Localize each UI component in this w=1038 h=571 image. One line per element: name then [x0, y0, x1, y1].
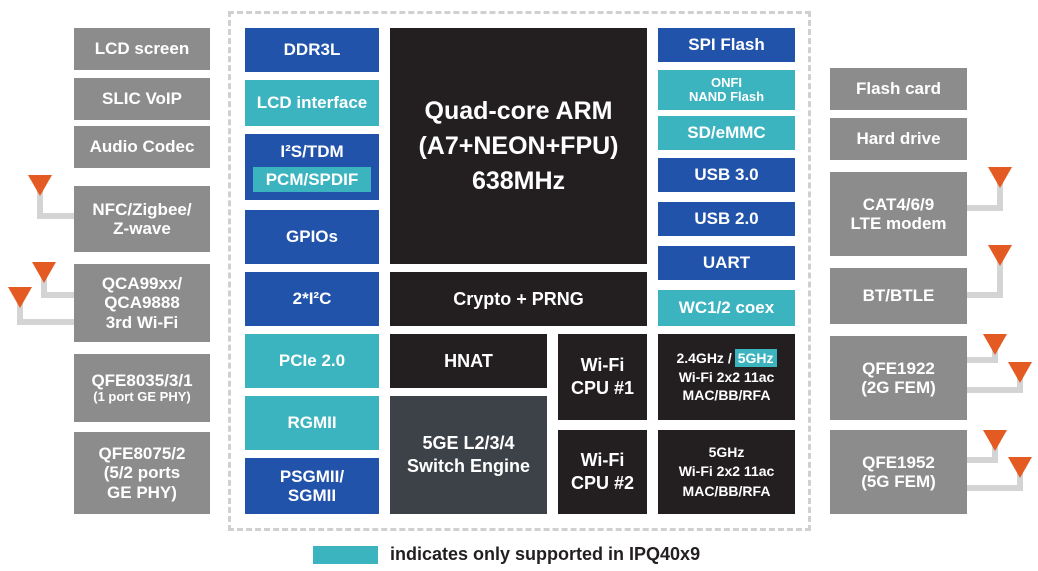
- qfe8075-label: QFE8075/2 (5/2 ports GE PHY): [98, 444, 186, 502]
- qfe8035-box: QFE8035/3/1 (1 port GE PHY): [74, 354, 210, 422]
- psgmii-block: PSGMII/ SGMII: [245, 458, 379, 514]
- usb2-label: USB 2.0: [694, 209, 759, 229]
- lcd-interface-block: LCD interface: [245, 80, 379, 126]
- switch-engine-label: 5GE L2/3/4 Switch Engine: [406, 432, 530, 476]
- rgmii-block: RGMII: [245, 396, 379, 450]
- pcie-label: PCIe 2.0: [278, 351, 346, 371]
- wc-coex-label: WC1/2 coex: [678, 298, 775, 318]
- slic-voip-box: SLIC VoIP: [74, 78, 210, 120]
- hnat-label: HNAT: [444, 350, 493, 371]
- ddr3l-label: DDR3L: [283, 40, 341, 60]
- qca99xx-label: QCA99xx/ QCA9888 3rd Wi-Fi: [101, 274, 183, 332]
- radio-2-label: 5GHz Wi-Fi 2x2 11ac MAC/BB/RFA: [678, 443, 775, 499]
- onfi-nand-label: ONFI NAND Flash: [688, 74, 765, 104]
- ddr3l-block: DDR3L: [245, 28, 379, 72]
- psgmii-label: PSGMII/ SGMII: [279, 466, 345, 505]
- spi-flash-label: SPI Flash: [688, 35, 765, 55]
- i2s-tdm-label: I²S/TDM: [280, 141, 344, 161]
- flash-card-label: Flash card: [855, 79, 942, 99]
- cpu-label: Quad-core ARM (A7+NEON+FPU) 638MHz: [418, 96, 619, 195]
- qfe1922-box: QFE1922 (2G FEM): [830, 336, 967, 420]
- antenna-icon: [28, 175, 52, 196]
- crypto-block: Crypto + PRNG: [390, 272, 647, 326]
- lte-modem-label: CAT4/6/9 LTE modem: [850, 194, 947, 233]
- crypto-label: Crypto + PRNG: [453, 288, 584, 309]
- hnat-block: HNAT: [390, 334, 547, 388]
- antenna-icon: [32, 262, 56, 283]
- switch-engine-block: 5GE L2/3/4 Switch Engine: [390, 396, 547, 514]
- radio-1-band-highlight: 5GHz: [734, 348, 777, 367]
- sd-emmc-label: SD/eMMC: [687, 123, 766, 143]
- qfe8075-box: QFE8075/2 (5/2 ports GE PHY): [74, 432, 210, 514]
- slic-voip-label: SLIC VoIP: [102, 89, 182, 109]
- gpios-label: GPIOs: [286, 227, 338, 247]
- gpios-block: GPIOs: [245, 210, 379, 264]
- rgmii-label: RGMII: [287, 413, 337, 433]
- hard-drive-box: Hard drive: [830, 118, 967, 160]
- sd-emmc-block: SD/eMMC: [658, 116, 795, 150]
- bt-btle-box: BT/BTLE: [830, 268, 967, 324]
- antenna-icon: [988, 167, 1012, 188]
- antenna-icon: [983, 334, 1007, 355]
- qfe8035-sublabel: (1 port GE PHY): [93, 389, 191, 405]
- lte-modem-box: CAT4/6/9 LTE modem: [830, 172, 967, 256]
- antenna-icon: [1008, 457, 1032, 478]
- spi-flash-block: SPI Flash: [658, 28, 795, 62]
- hard-drive-label: Hard drive: [856, 129, 941, 149]
- i2s-tdm-block: I²S/TDM PCM/SPDIF: [245, 134, 379, 200]
- audio-codec-box: Audio Codec: [74, 126, 210, 168]
- soc-boundary: [228, 11, 811, 531]
- qfe8035-label: QFE8035/3/1: [91, 371, 193, 391]
- nfc-zigbee-label: NFC/Zigbee/ Z-wave: [92, 199, 192, 238]
- wc-coex-block: WC1/2 coex: [658, 290, 795, 326]
- antenna-icon: [1008, 362, 1032, 383]
- wifi-cpu-1-block: Wi-Fi CPU #1: [558, 334, 647, 420]
- wifi-radio-1-block: 2.4GHz /5GHz Wi-Fi 2x2 11ac MAC/BB/RFA: [658, 334, 795, 420]
- pcm-spdif-label: PCM/SPDIF: [253, 167, 371, 193]
- usb3-label: USB 3.0: [694, 165, 759, 185]
- antenna-icon: [988, 245, 1012, 266]
- uart-label: UART: [702, 253, 751, 273]
- qfe1952-box: QFE1952 (5G FEM): [830, 430, 967, 514]
- wifi-radio-2-block: 5GHz Wi-Fi 2x2 11ac MAC/BB/RFA: [658, 430, 795, 514]
- lcd-screen-label: LCD screen: [94, 39, 190, 59]
- usb2-block: USB 2.0: [658, 202, 795, 236]
- bt-btle-label: BT/BTLE: [862, 286, 935, 306]
- usb3-block: USB 3.0: [658, 158, 795, 192]
- antenna-icon: [983, 430, 1007, 451]
- onfi-nand-block: ONFI NAND Flash: [658, 70, 795, 110]
- pcie-block: PCIe 2.0: [245, 334, 379, 388]
- radio-1-band-prefix: 2.4GHz /: [676, 349, 732, 366]
- wifi-cpu-1-label: Wi-Fi CPU #1: [570, 354, 635, 398]
- flash-card-box: Flash card: [830, 68, 967, 110]
- audio-codec-label: Audio Codec: [89, 137, 195, 157]
- wifi-cpu-2-block: Wi-Fi CPU #2: [558, 430, 647, 514]
- radio-1-details: Wi-Fi 2x2 11ac MAC/BB/RFA: [678, 368, 775, 404]
- nfc-zigbee-box: NFC/Zigbee/ Z-wave: [74, 186, 210, 252]
- uart-block: UART: [658, 246, 795, 280]
- radio-1-band: 2.4GHz /5GHz: [676, 348, 777, 368]
- antenna-icon: [8, 287, 32, 308]
- qfe1922-label: QFE1922 (2G FEM): [861, 358, 936, 397]
- qca99xx-box: QCA99xx/ QCA9888 3rd Wi-Fi: [74, 264, 210, 342]
- i2c-label: 2*I²C: [292, 289, 332, 309]
- lcd-screen-box: LCD screen: [74, 28, 210, 70]
- legend-swatch: [313, 546, 378, 564]
- qfe1952-label: QFE1952 (5G FEM): [861, 452, 936, 491]
- lcd-interface-label: LCD interface: [256, 93, 368, 113]
- legend-text: indicates only supported in IPQ40x9: [390, 544, 701, 564]
- i2c-block: 2*I²C: [245, 272, 379, 326]
- cpu-block: Quad-core ARM (A7+NEON+FPU) 638MHz: [390, 28, 647, 264]
- wifi-cpu-2-label: Wi-Fi CPU #2: [570, 449, 635, 493]
